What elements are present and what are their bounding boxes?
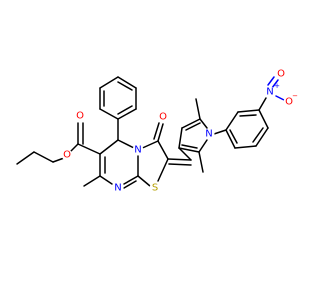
bond-c3-c2 bbox=[157, 140, 169, 160]
bond-c2-ch bbox=[167, 158, 192, 161]
atom-nitro-n: N bbox=[266, 87, 273, 98]
bond-pyr-methyl-bottom bbox=[198, 151, 204, 173]
bond-n-aryl bbox=[213, 129, 227, 135]
atom-ester-carbonyl-o: O bbox=[76, 111, 84, 122]
bond-c3-o-2 bbox=[153, 122, 160, 140]
bond-pyr-c4-c5-double bbox=[185, 122, 201, 131]
bond-pyr-c4-c5 bbox=[181, 118, 201, 129]
structure-drawing: O O N N S O N N + O O − bbox=[16, 68, 298, 194]
atom-thiazolone-o: O bbox=[159, 112, 167, 123]
nitro-n-plus-charge: + bbox=[274, 82, 280, 90]
bond-ar-5 bbox=[234, 145, 257, 149]
bond-pyr-c3-c4 bbox=[178, 127, 183, 149]
bond-ar-2 bbox=[237, 109, 260, 113]
atom-ring-n-imine: N bbox=[114, 183, 121, 194]
bond-c3-o-1 bbox=[157, 123, 164, 142]
bond-ar-6 bbox=[225, 129, 236, 149]
bond-ph-4 bbox=[117, 76, 137, 89]
bond-pyr-methyl-top bbox=[195, 98, 201, 120]
bond-c6-c5 bbox=[99, 139, 119, 155]
bond-ar-1 bbox=[225, 111, 239, 131]
bond-ester-o-ch2 bbox=[52, 157, 65, 163]
bond-ph-1 bbox=[99, 108, 119, 120]
bond-c8a-n8-b bbox=[123, 180, 137, 189]
bond-ester-c-o bbox=[69, 143, 79, 153]
bond-ph-6-double bbox=[117, 105, 133, 115]
atom-ester-ether-o: O bbox=[63, 150, 71, 161]
bond-s1-c8a bbox=[137, 175, 151, 187]
bond-ar-2-double bbox=[239, 114, 257, 117]
bond-ar-4 bbox=[255, 127, 269, 147]
bond-n8-c7 bbox=[99, 175, 113, 185]
bond-ethyl-ch2 bbox=[33, 151, 54, 163]
bond-pyr-c5-n bbox=[199, 118, 208, 129]
atom-label-layer: O O N N S O N N + O O − bbox=[61, 68, 298, 194]
bond-ar-nitro bbox=[258, 97, 267, 111]
atom-pyrrole-n: N bbox=[205, 129, 212, 140]
nitro-o-minus-charge: − bbox=[292, 92, 298, 100]
bond-c2-s1 bbox=[157, 158, 169, 182]
bond-pyr-c2-c3-double bbox=[181, 144, 198, 149]
molecule-canvas: O O N N S O N N + O O − bbox=[16, 68, 298, 194]
bond-pyr-n-c2 bbox=[198, 139, 208, 153]
bond-pyr-c2-c3 bbox=[178, 147, 200, 153]
bond-ch-pyrrole bbox=[178, 147, 192, 161]
atom-nitro-o-double: O bbox=[277, 69, 285, 80]
bond-nitro-o-2 bbox=[267, 76, 275, 86]
bond-c7-methyl bbox=[83, 175, 101, 187]
bond-ph-6 bbox=[117, 108, 137, 120]
bond-c2-ch-double bbox=[168, 163, 192, 166]
atom-nitro-o-single: O bbox=[285, 97, 293, 108]
bond-c8a-n8-a bbox=[123, 175, 139, 185]
bond-ester-c6 bbox=[77, 143, 101, 155]
atom-ring-n-bridge: N bbox=[134, 145, 141, 156]
bond-ar-4-double bbox=[252, 127, 264, 143]
bond-ar-3 bbox=[258, 109, 269, 129]
bond-ph-3 bbox=[99, 76, 119, 89]
bond-ph-4-double bbox=[117, 81, 133, 91]
bond-ethyl-ch3 bbox=[16, 151, 35, 165]
bond-nitro-o-single bbox=[275, 95, 285, 101]
bond-layer bbox=[16, 76, 285, 189]
bond-nitro-o-1 bbox=[271, 79, 279, 89]
bond-ar-6-double bbox=[229, 129, 238, 144]
atom-thiazole-s: S bbox=[152, 183, 158, 194]
